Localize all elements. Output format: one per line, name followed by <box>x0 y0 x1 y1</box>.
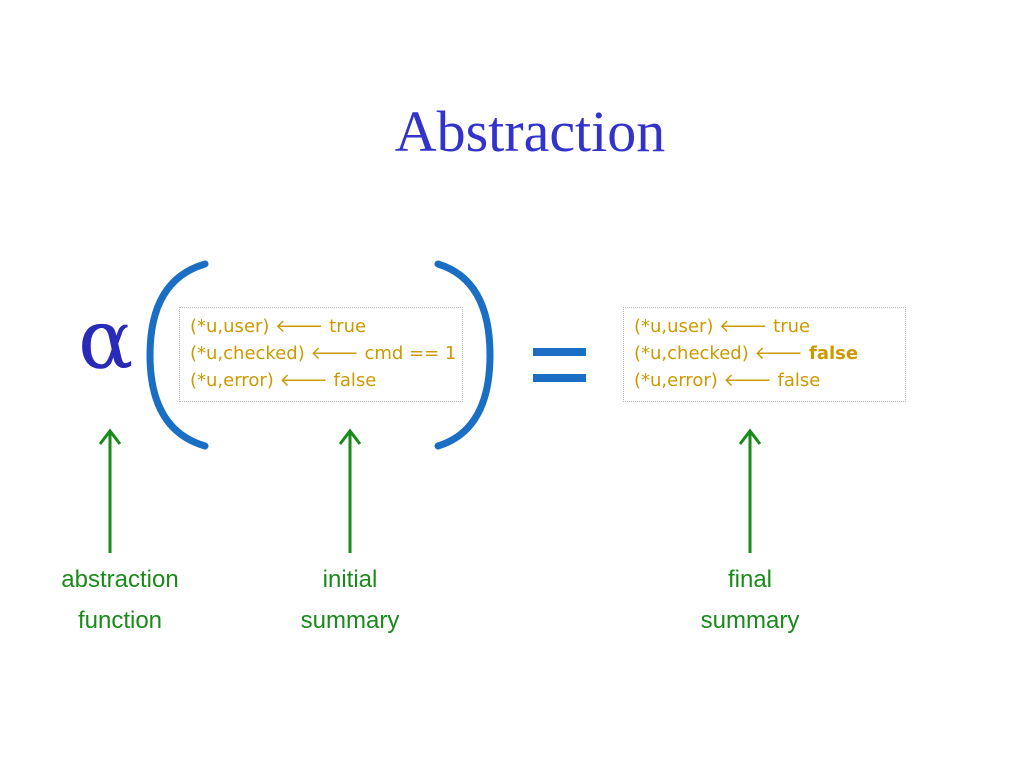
arrow-initial-summary <box>338 428 362 553</box>
final-summary-line: (*u,checked) 🡐 false <box>634 343 859 364</box>
left-arrow-icon: 🡐 <box>719 316 768 337</box>
initial-summary-box: (*u,user) 🡐 true (*u,checked) 🡐 cmd == 1… <box>179 307 463 402</box>
initial-summary-label: initial summary <box>300 566 400 634</box>
final-summary-line: (*u,error) 🡐 false <box>634 370 821 391</box>
abstraction-function-label: abstraction function <box>61 566 179 634</box>
final-summary-label: final summary <box>700 566 800 634</box>
slide-title: Abstraction <box>394 99 666 164</box>
alpha-symbol: α <box>78 293 134 388</box>
highlighted-false-value: false <box>802 343 859 364</box>
equals-bottom-bar <box>533 374 586 382</box>
initial-summary-line: (*u,user) 🡐 true <box>190 316 367 337</box>
initial-summary-line: (*u,checked) 🡐 cmd == 1 <box>190 343 457 364</box>
final-summary-line: (*u,user) 🡐 true <box>634 316 811 337</box>
left-arrow-icon: 🡐 <box>279 370 328 391</box>
left-arrow-icon: 🡐 <box>310 343 359 364</box>
equals-top-bar <box>533 348 586 356</box>
left-parenthesis <box>146 260 209 450</box>
initial-summary-line: (*u,error) 🡐 false <box>190 370 377 391</box>
left-arrow-icon: 🡐 <box>723 370 772 391</box>
right-parenthesis <box>434 260 494 450</box>
left-arrow-icon: 🡐 <box>754 343 803 364</box>
left-arrow-icon: 🡐 <box>275 316 324 337</box>
arrow-abstraction-function <box>98 428 122 553</box>
final-summary-box: (*u,user) 🡐 true (*u,checked) 🡐 false (*… <box>623 307 906 402</box>
arrow-final-summary <box>738 428 762 553</box>
